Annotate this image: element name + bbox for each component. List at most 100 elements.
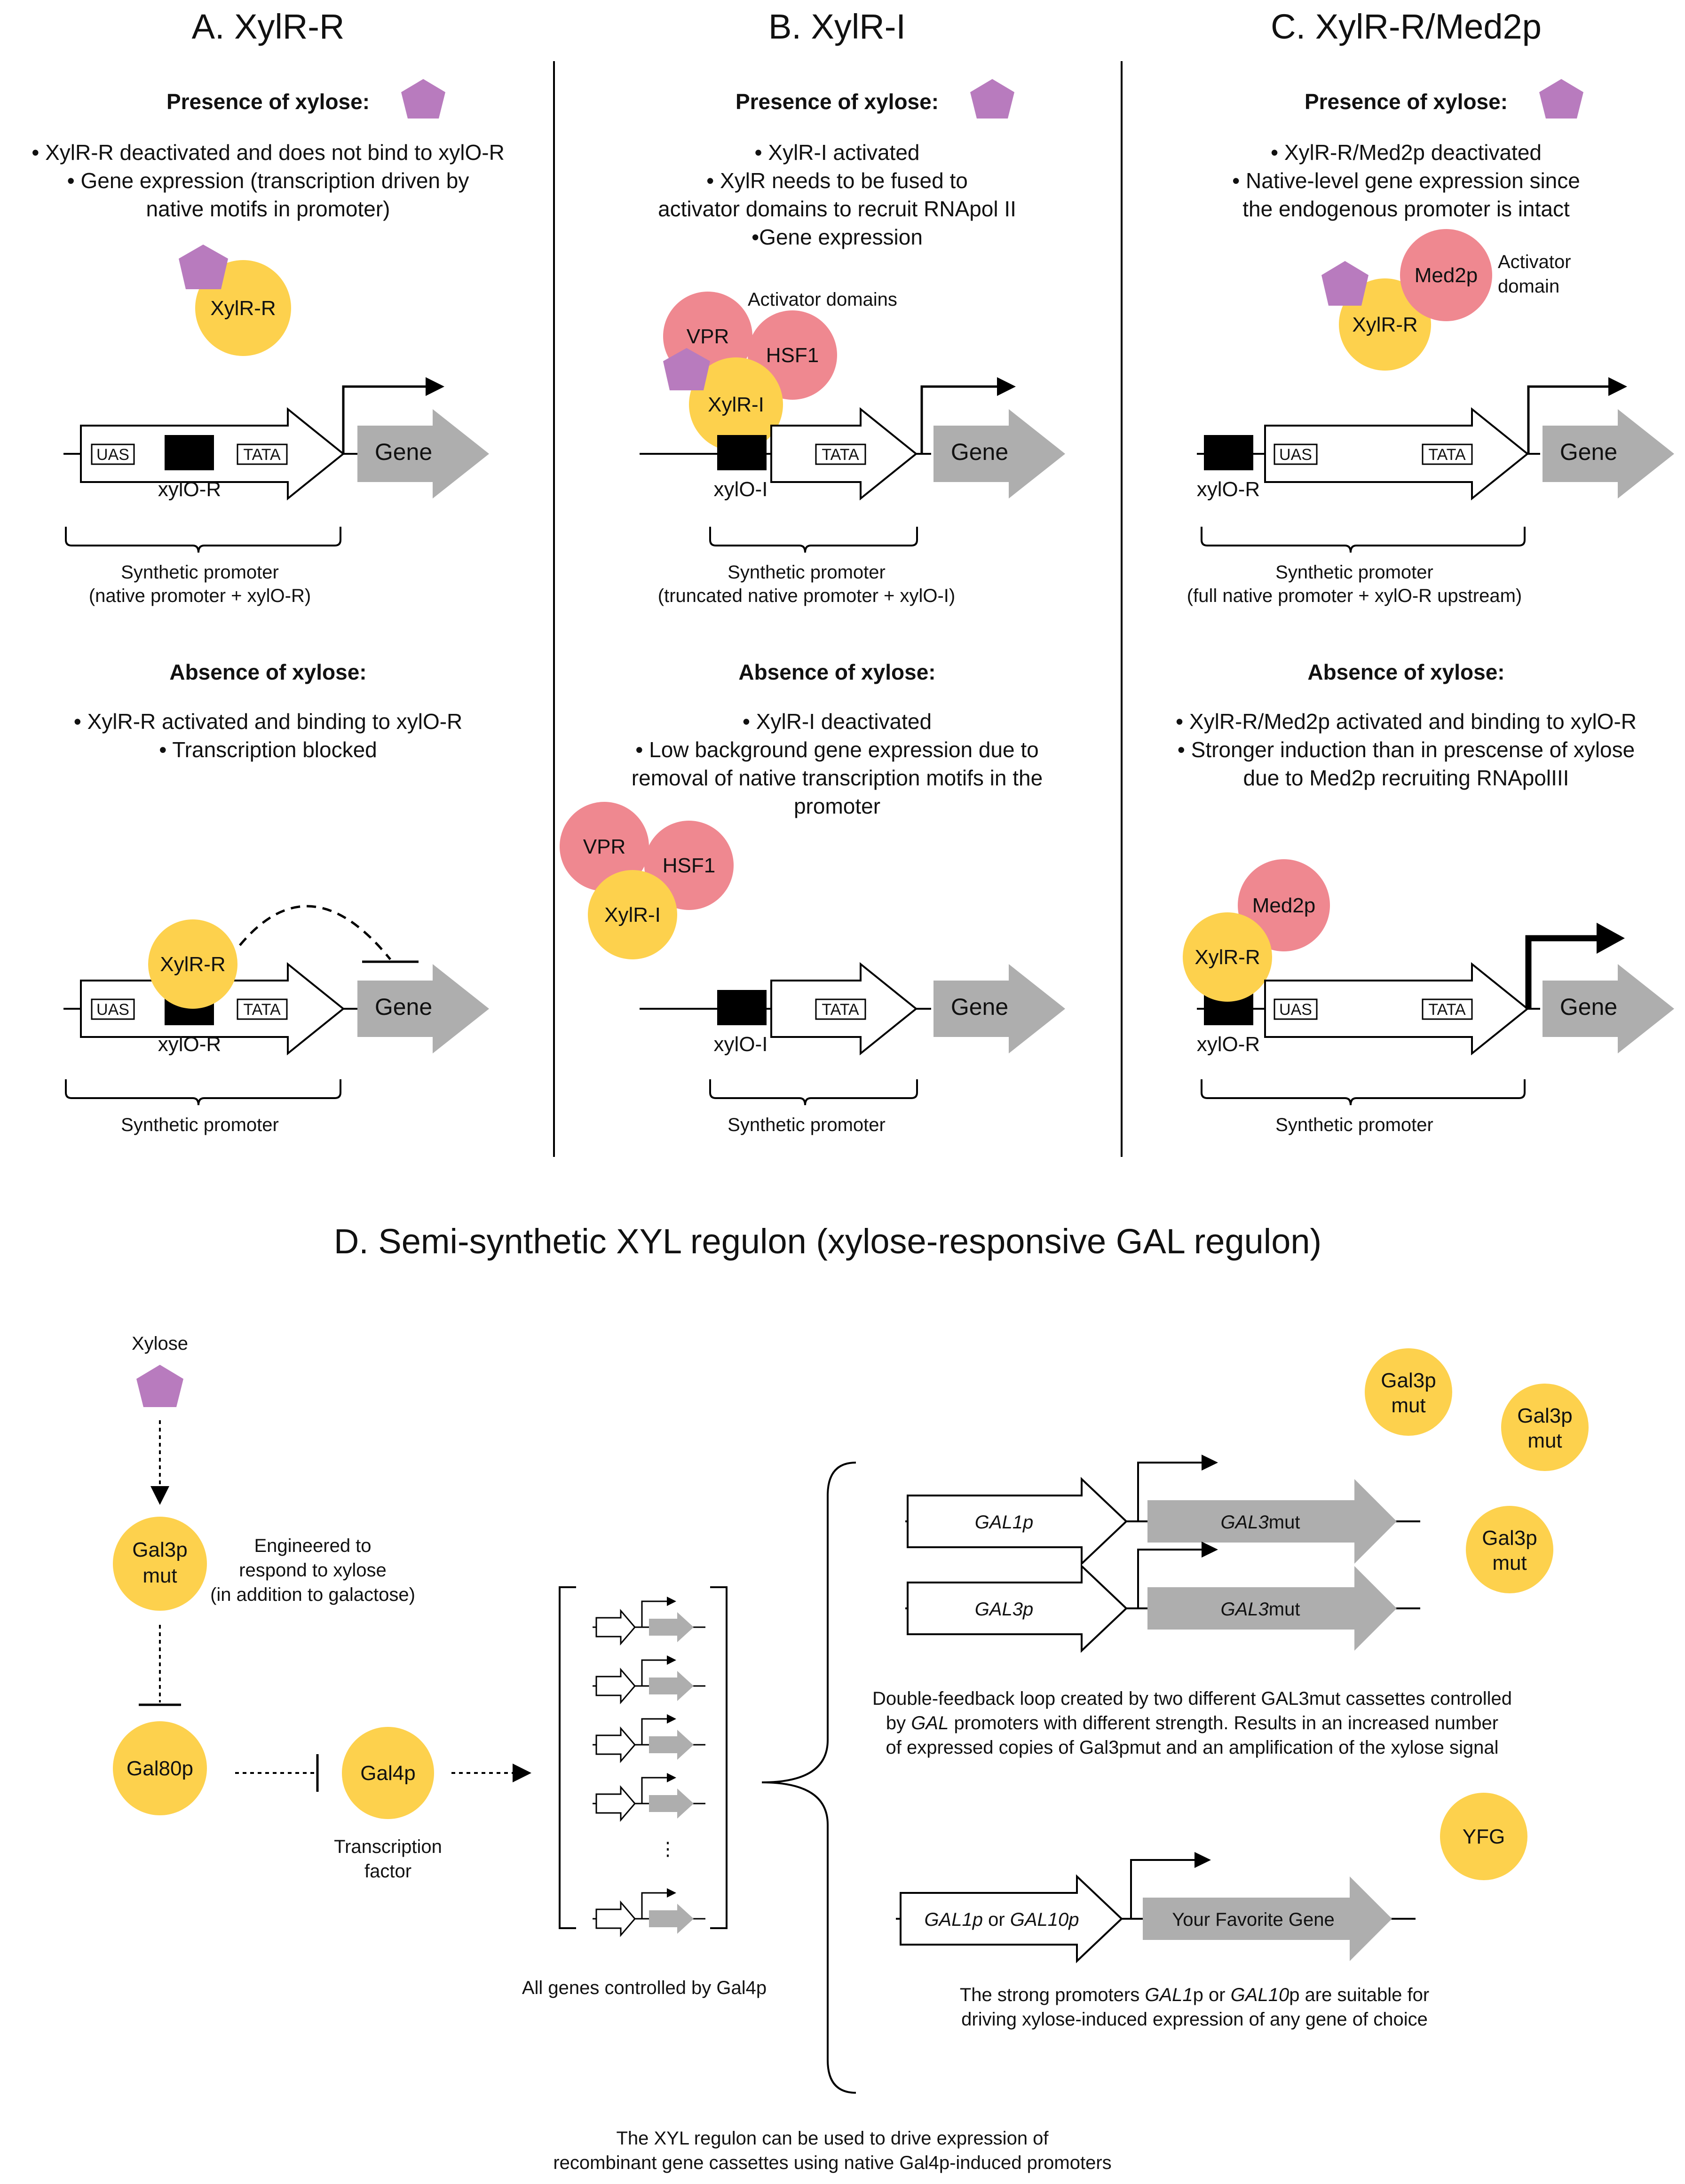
feedback-line-1: Double-feedback loop created by two diff… — [872, 1688, 1512, 1709]
panel-c-absence-line-3: due to Med2p recruiting RNApolIII — [1243, 766, 1569, 790]
gal3p-mut-protein — [1466, 1506, 1553, 1593]
xylr-r-bound-label: XylR-R — [160, 953, 225, 976]
panel-b-presence-line-2: • XylR needs to be fused to — [706, 168, 968, 193]
tf-line-1: Transcription — [334, 1836, 442, 1857]
tata-label: TATA — [1428, 446, 1466, 464]
panel-b-absence-line-2: • Low background gene expression due to — [635, 737, 1038, 762]
promoter-brace — [65, 1079, 341, 1106]
panel-a-presence-line-2: • Gene expression (transcription driven … — [67, 168, 469, 193]
gene-label: Gene — [1560, 439, 1617, 465]
tata-box — [237, 998, 288, 1020]
gene-label: Gene — [951, 994, 1008, 1020]
strong-promoters-line-2: driving xylose-induced expression of any… — [961, 2009, 1428, 2030]
transcription-arrow-icon — [920, 385, 997, 454]
panel-c-title: C. XylR-R/Med2p — [1271, 7, 1542, 46]
promoter-brace — [65, 527, 341, 553]
gal3p-mut-protein — [1501, 1384, 1589, 1471]
synthetic-promoter-label: Synthetic promoter — [728, 562, 886, 583]
transcription-arrowhead-icon — [1195, 1852, 1211, 1868]
panel-c: C. XylR-R/Med2p Presence of xylose: • Xy… — [1176, 7, 1674, 1135]
tata-label: TATA — [822, 1001, 859, 1019]
gene-arrow — [1543, 964, 1674, 1053]
mini-cassette — [593, 1888, 705, 1938]
gene-label: Gene — [375, 994, 432, 1020]
xylr-i-label: XylR-I — [708, 393, 764, 416]
panel-a-absence-heading: Absence of xylose: — [169, 660, 366, 684]
strong-promoters-line-1: The strong promoters GAL1p or GAL10p are… — [960, 1985, 1429, 2005]
tata-label: TATA — [243, 446, 281, 464]
synthetic-promoter-label: Synthetic promoter — [728, 1115, 886, 1135]
your-favorite-gene-label: Your Favorite Gene — [1172, 1909, 1334, 1930]
gal1p-label: GAL1p — [975, 1512, 1034, 1533]
xylr-i-label: XylR-I — [604, 903, 661, 926]
panel-a-presence-heading: Presence of xylose: — [166, 89, 370, 114]
transcription-arrowhead-icon — [1608, 377, 1627, 396]
gal3mut-label: GAL3mut — [1221, 1599, 1300, 1620]
gal4p-label: Gal4p — [360, 1762, 415, 1785]
operator-label: xylO-R — [1197, 1033, 1260, 1056]
uas-label: UAS — [1279, 1001, 1312, 1019]
gal1p-promoter — [907, 1477, 1128, 1566]
gal3p-mut-label-1: Gal3p — [132, 1538, 187, 1561]
panel-d: D. Semi-synthetic XYL regulon (xylose-re… — [113, 1222, 1589, 2173]
promoter-brace — [709, 1079, 918, 1106]
gal3p-promoter-label: GAL3p — [975, 1599, 1034, 1620]
tf-line-2: factor — [364, 1861, 411, 1882]
gal3p-promoter — [907, 1564, 1128, 1653]
xylr-r-label: XylR-R — [1352, 313, 1417, 336]
operator-label: xylO-R — [158, 1033, 221, 1056]
repression-arc — [239, 905, 391, 960]
transcription-arrow-icon — [1137, 1462, 1204, 1521]
uas-label: UAS — [96, 446, 129, 464]
yfg-label: YFG — [1463, 1825, 1505, 1848]
gal1p-gal10p-label: GAL1p or GAL10p — [924, 1909, 1079, 1930]
activator-domains-label: Activator domains — [748, 289, 897, 310]
yfg-gene — [1143, 1876, 1392, 1961]
mini-cassette — [593, 1773, 705, 1822]
gal3mut-gene — [1147, 1566, 1397, 1651]
panel-b-presence-line-1: • XylR-I activated — [755, 140, 920, 165]
mini-cassette — [593, 1714, 705, 1764]
panel-b-presence-line-4: •Gene expression — [752, 225, 923, 249]
uas-box — [91, 998, 135, 1020]
operator-box — [717, 990, 767, 1025]
vpr-label: VPR — [687, 325, 729, 348]
panel-b-absence-line-3: removal of native transcription motifs i… — [632, 766, 1043, 790]
synthetic-promoter-sub: (native promoter + xylO-R) — [89, 586, 311, 606]
panel-a-title: A. XylR-R — [192, 7, 345, 46]
footer-line-2: recombinant gene cassettes using native … — [553, 2152, 1111, 2173]
synthetic-promoter-sub: (full native promoter + xylO-R upstream) — [1187, 586, 1522, 606]
activator-label-1: Activator — [1498, 252, 1571, 272]
all-genes-label: All genes controlled by Gal4p — [522, 1978, 767, 1998]
yfg-protein — [1440, 1793, 1527, 1880]
xylr-r-label: XylR-R — [210, 297, 276, 320]
panel-b-title: B. XylR-I — [768, 7, 906, 46]
synthetic-promoter-label: Synthetic promoter — [121, 562, 279, 583]
gene-label: Gene — [951, 439, 1008, 465]
footer-line-1: The XYL regulon can be used to drive exp… — [616, 2128, 1049, 2149]
xylose-pentagon-icon — [401, 79, 445, 119]
gal80p-protein — [113, 1721, 207, 1815]
panel-b: B. XylR-I Presence of xylose: • XylR-I a… — [560, 7, 1065, 1135]
gene-arrow — [357, 964, 489, 1053]
tata-box — [815, 443, 866, 465]
synthetic-promoter-label: Synthetic promoter — [1275, 1115, 1433, 1135]
xylr-r-bound-label: XylR-R — [1195, 946, 1260, 969]
xylr-r-bound-protein — [1183, 912, 1272, 1002]
promoter-arrow — [1264, 962, 1529, 1056]
uas-label: UAS — [96, 1001, 129, 1019]
panel-c-absence-heading: Absence of xylose: — [1307, 660, 1504, 684]
gene-arrow — [933, 409, 1065, 499]
promoter-arrow — [1264, 407, 1529, 501]
uas-label: UAS — [1279, 446, 1312, 464]
operator-box — [165, 435, 214, 470]
transcription-arrow-icon — [1130, 1859, 1197, 1919]
tata-box — [1422, 443, 1473, 465]
tata-box — [1422, 998, 1473, 1020]
activator-label-2: domain — [1498, 276, 1559, 297]
panel-b-presence-line-3: activator domains to recruit RNApol II — [658, 197, 1016, 221]
gal3p-mut-label-2: mut — [1391, 1394, 1425, 1417]
gal3p-mut-label-2: mut — [142, 1564, 177, 1587]
panel-a-presence-line-1: • XylR-R deactivated and does not bind t… — [32, 140, 505, 165]
gene-arrow — [357, 409, 489, 499]
